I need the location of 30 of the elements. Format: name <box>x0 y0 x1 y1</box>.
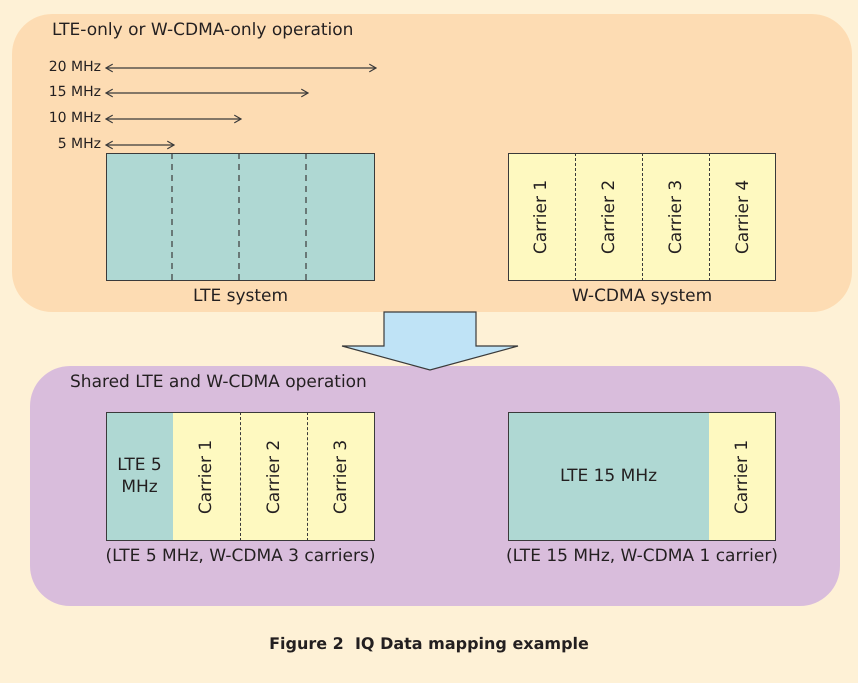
carrier-label: Carrier 2 <box>264 439 284 514</box>
bandwidth-label: 15 MHz <box>48 84 101 100</box>
bandwidth-label: 20 MHz <box>48 59 101 75</box>
carrier-label: Carrier 3 <box>332 439 352 514</box>
carrier-label: Carrier 3 <box>666 180 686 254</box>
spectrum-box <box>106 153 375 281</box>
spectrum-box <box>106 412 375 541</box>
carrier-label: Carrier 2 <box>599 180 619 254</box>
panel-background <box>30 366 840 606</box>
carrier-label: Carrier 4 <box>733 180 753 254</box>
figure-caption: Figure 2 IQ Data mapping example <box>268 634 590 653</box>
lte-band <box>106 412 173 541</box>
carrier-label: Carrier 1 <box>532 180 552 254</box>
band-label: LTE 5 MHz <box>116 455 163 498</box>
spectrum-box <box>508 412 776 541</box>
bandwidth-label: 5 MHz <box>56 136 101 152</box>
panel-background <box>12 14 852 312</box>
system-caption: LTE system <box>192 286 290 306</box>
system-caption: W-CDMA system <box>570 286 714 306</box>
panel-title: LTE-only or W-CDMA-only operation <box>52 20 354 40</box>
panel-title: Shared LTE and W-CDMA operation <box>70 372 367 392</box>
system-caption: (LTE 5 MHz, W-CDMA 3 carriers) <box>104 546 376 566</box>
spectrum-box <box>508 153 776 281</box>
block-arrow <box>341 311 519 371</box>
carrier-label: Carrier 1 <box>732 439 752 514</box>
carrier-label: Carrier 1 <box>196 439 216 514</box>
system-caption: (LTE 15 MHz, W-CDMA 1 carrier) <box>505 546 779 566</box>
band-label: LTE 15 MHz <box>560 466 658 488</box>
bandwidth-label: 10 MHz <box>48 110 101 126</box>
lte-band <box>508 412 709 541</box>
